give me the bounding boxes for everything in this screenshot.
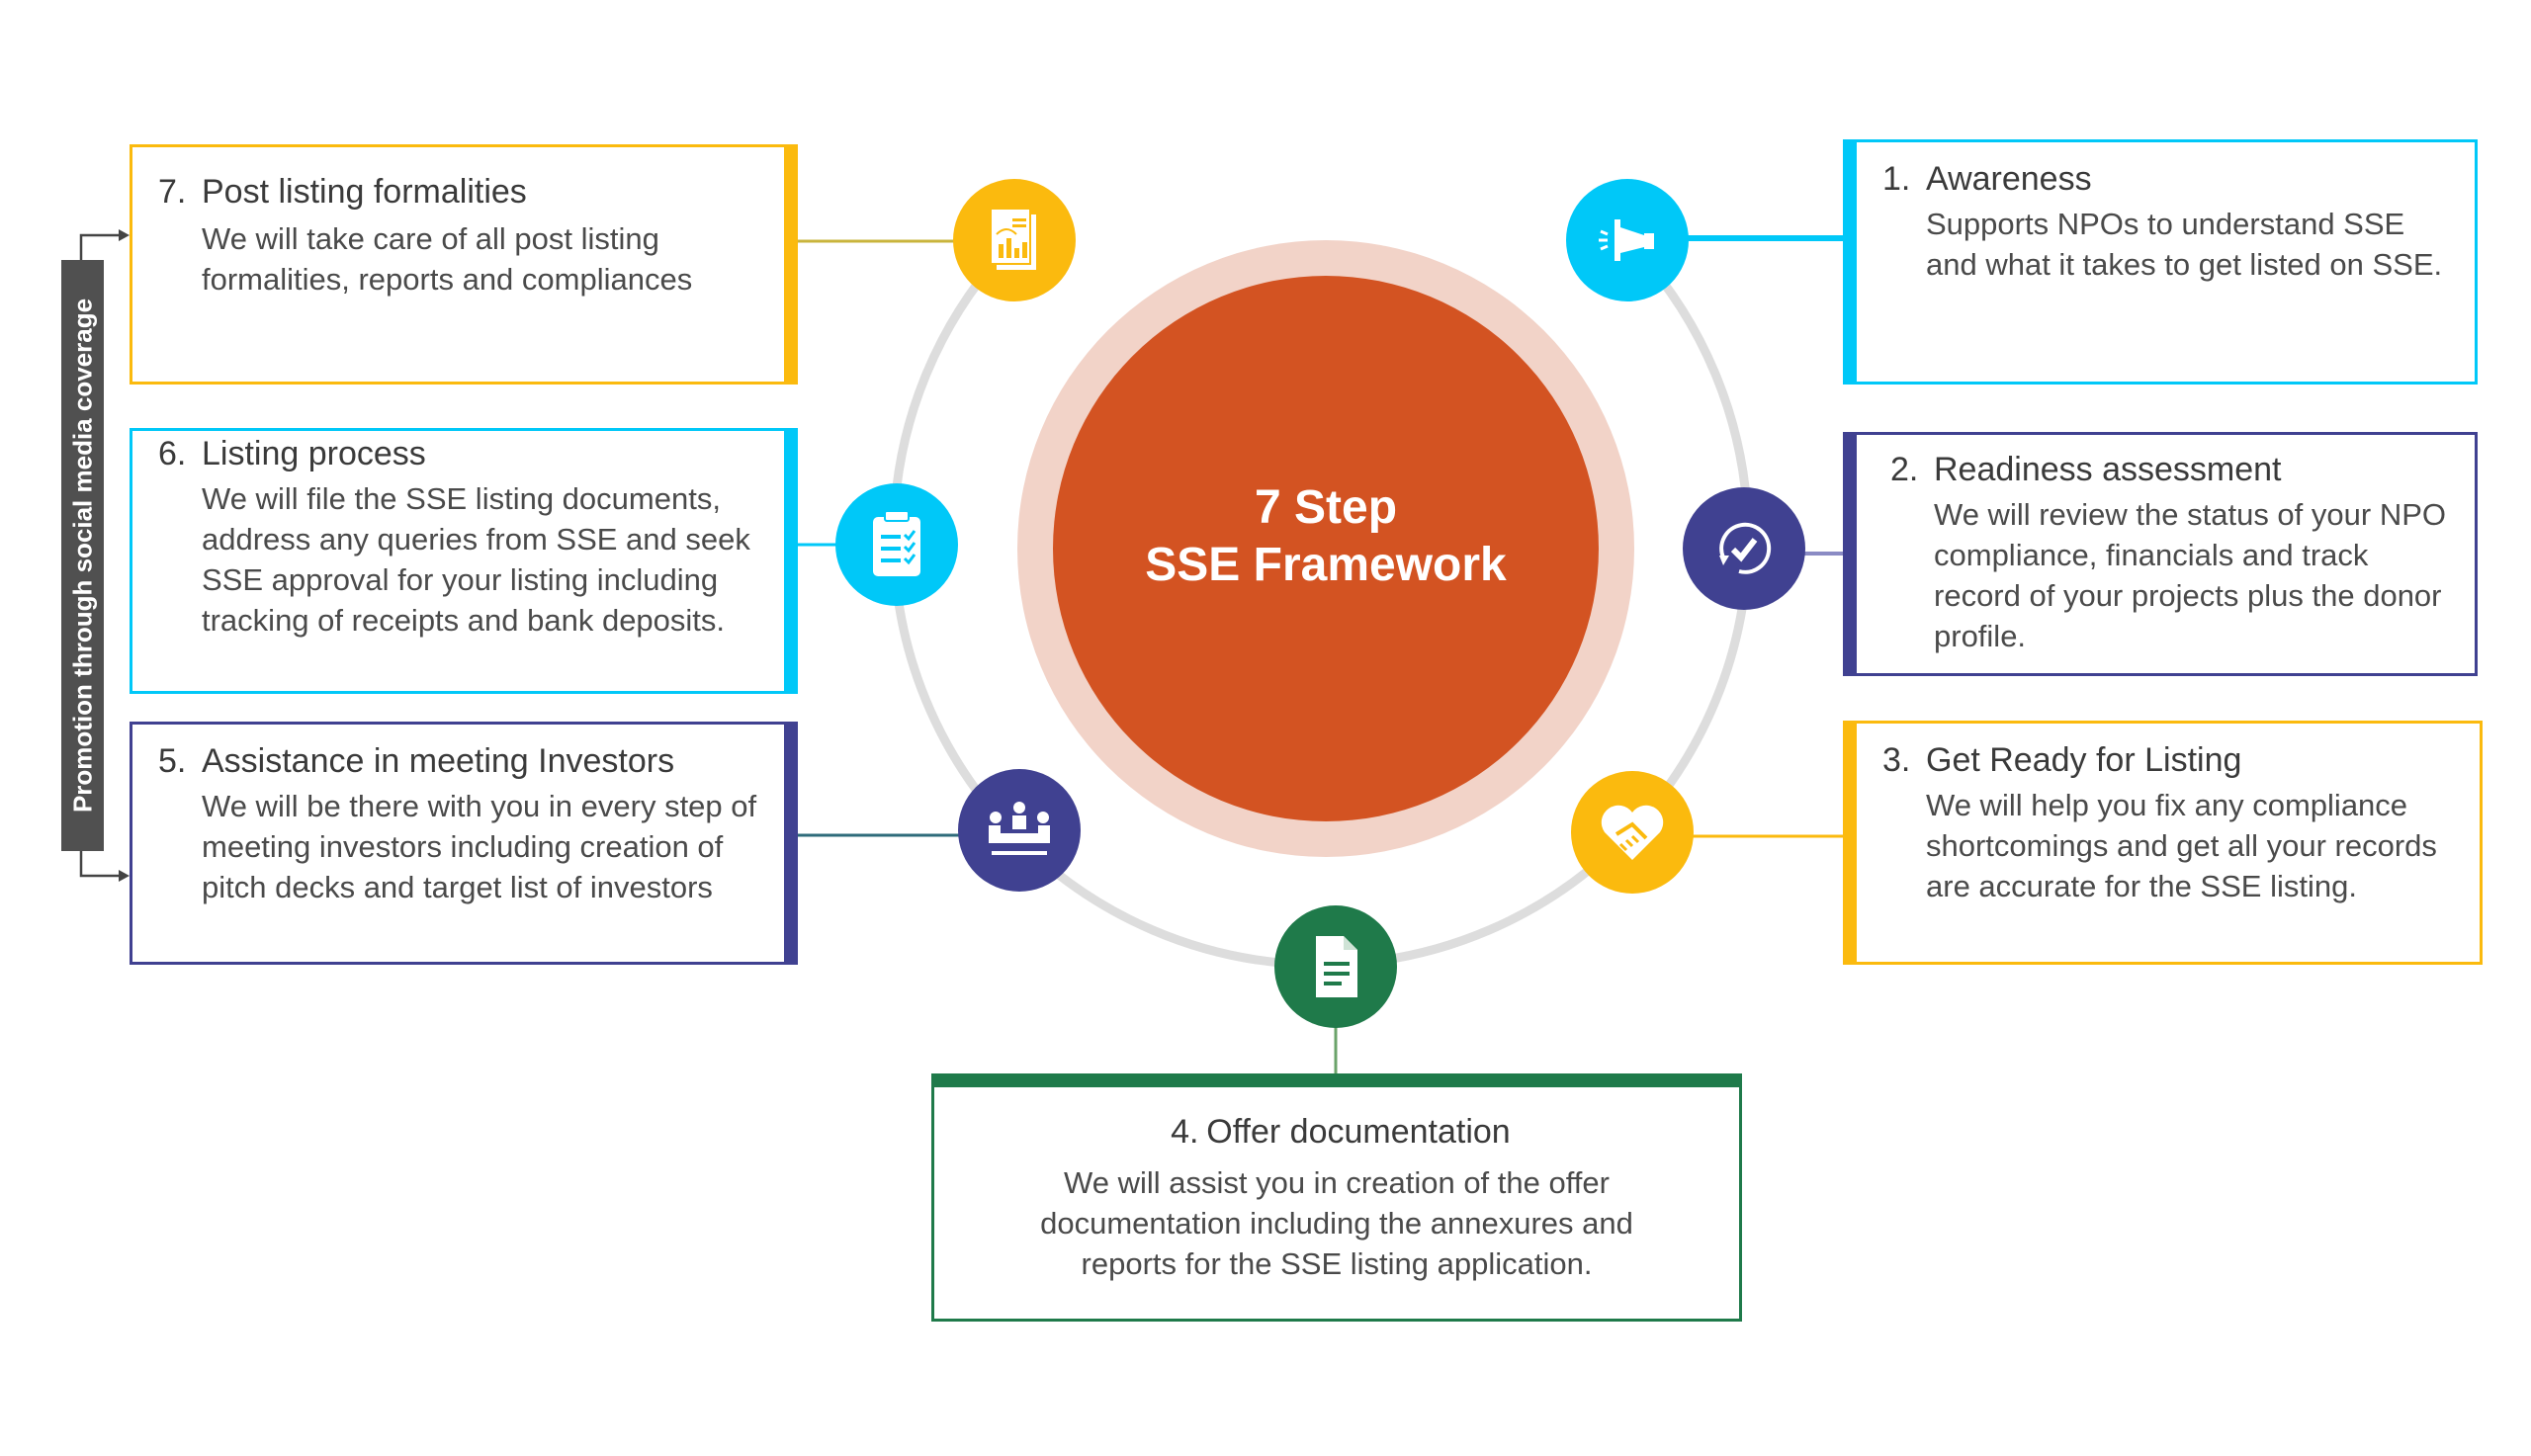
meeting-icon	[958, 769, 1081, 892]
step-number: 1.	[1882, 160, 1911, 198]
step-title: 5. Assistance in meeting Investors	[158, 742, 674, 781]
step-1-box: 1. Awareness Supports NPOs to understand …	[1843, 139, 2478, 385]
step-2-box: 2. Readiness assessment We will review th…	[1843, 432, 2478, 676]
step-title: 4.Offer documentation	[934, 1113, 1739, 1152]
step-number: 4.	[1171, 1113, 1199, 1151]
center-core	[1053, 276, 1599, 821]
step-description: We will assist you in creation of the of…	[1040, 1165, 1633, 1281]
center-title-line2: SSE Framework	[1145, 539, 1507, 591]
step-description: We will file the SSE listing documents, …	[202, 481, 750, 638]
handshake-heart-icon	[1571, 771, 1694, 894]
step-title-text: Listing process	[202, 435, 426, 472]
arrow-up-to-7	[79, 233, 127, 260]
step-description: We will review the status of your NPO co…	[1934, 497, 2446, 653]
side-promotion-bar: Promotion through social media coverage	[61, 260, 104, 851]
step-title: 2. Readiness assessment	[1890, 451, 2282, 489]
step-7-box: 7. Post listing formalities We will take …	[130, 144, 798, 385]
check-circle-icon	[1683, 487, 1805, 610]
step-title: 7. Post listing formalities	[158, 173, 527, 212]
step-title-text: Get Ready for Listing	[1926, 741, 2242, 779]
step-number: 3.	[1882, 741, 1911, 779]
step-number: 5.	[158, 742, 187, 780]
report-chart-icon	[953, 179, 1076, 301]
step-title: 6. Listing process	[158, 435, 426, 473]
step-title: 1. Awareness	[1882, 160, 2092, 199]
side-label: Promotion through social media coverage	[67, 298, 97, 814]
step-title-text: Offer documentation	[1206, 1113, 1511, 1151]
step-number: 6.	[158, 435, 187, 472]
document-icon	[1274, 905, 1397, 1028]
step-5-box: 5. Assistance in meeting Investors We wil…	[130, 722, 798, 965]
megaphone-icon	[1566, 179, 1689, 301]
step-title-text: Post listing formalities	[202, 173, 527, 211]
step-title-text: Readiness assessment	[1934, 451, 2282, 488]
step-title-text: Assistance in meeting Investors	[202, 742, 675, 780]
center-title-line1: 7 Step	[1254, 481, 1398, 534]
center-title: 7 Step SSE Framework	[1029, 479, 1622, 594]
arrow-down-to-5	[79, 851, 127, 878]
step-description: We will be there with you in every step …	[202, 789, 757, 904]
step-title-text: Awareness	[1926, 160, 2092, 198]
step-number: 2.	[1890, 451, 1919, 488]
clipboard-checklist-icon	[835, 483, 958, 606]
step-description: We will help you fix any compliance shor…	[1926, 788, 2437, 903]
step-4-box: 4.Offer documentation We will assist you…	[931, 1073, 1742, 1322]
step-number: 7.	[158, 173, 187, 211]
step-description: Supports NPOs to understand SSE and what…	[1926, 207, 2443, 282]
step-title: 3. Get Ready for Listing	[1882, 741, 2241, 780]
step-description: We will take care of all post listing fo…	[202, 221, 693, 297]
step-3-box: 3. Get Ready for Listing We will help you…	[1843, 721, 2483, 965]
step-6-box: 6. Listing process We will file the SSE l…	[130, 428, 798, 694]
